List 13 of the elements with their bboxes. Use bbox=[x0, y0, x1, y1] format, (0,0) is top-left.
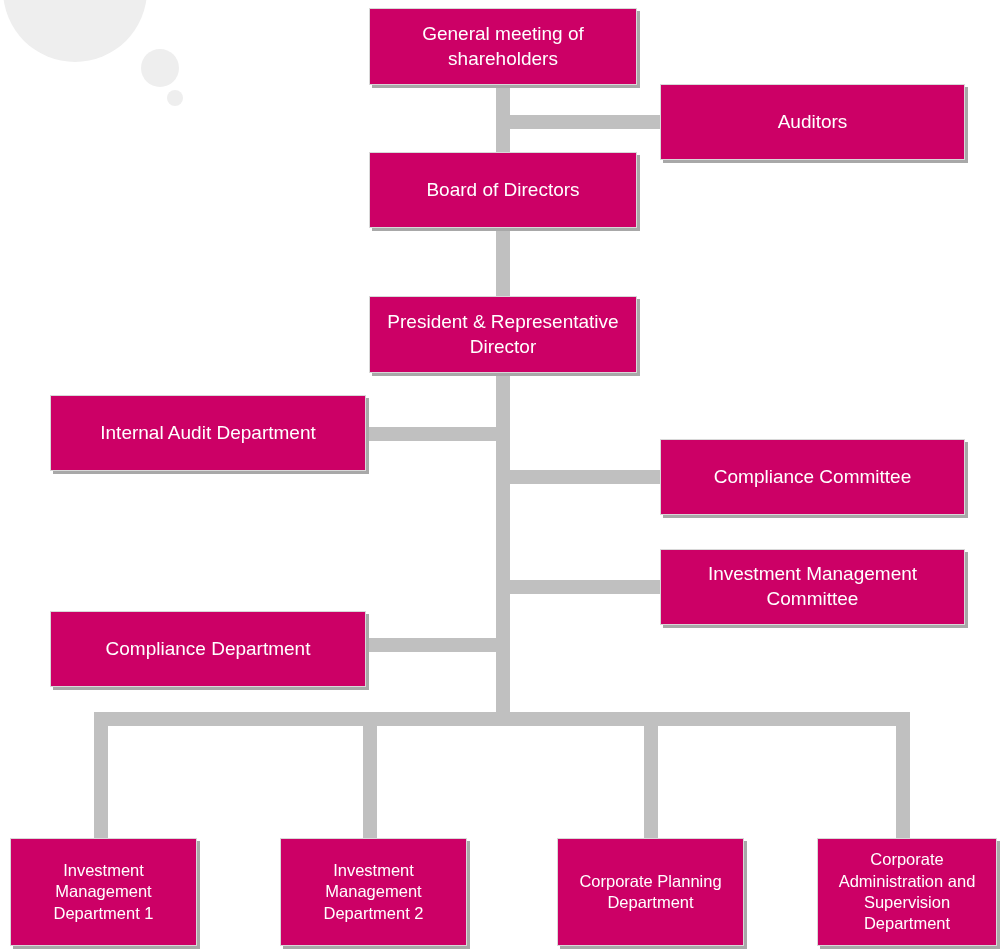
org-box: Corporate Planning Department bbox=[557, 838, 744, 946]
org-box: Compliance Department bbox=[50, 611, 366, 687]
org-box: Compliance Committee bbox=[660, 439, 965, 515]
org-box: Auditors bbox=[660, 84, 965, 160]
org-box: Corporate Administration and Supervision Department bbox=[817, 838, 997, 946]
connector-line bbox=[496, 228, 510, 296]
org-box: Board of Directors bbox=[369, 152, 637, 228]
org-box: Investment Management Department 1 bbox=[10, 838, 197, 946]
org-box: Investment Management Committee bbox=[660, 549, 965, 625]
org-box: President & Representative Director bbox=[369, 296, 637, 373]
org-box: Investment Management Department 2 bbox=[280, 838, 467, 946]
org-box: Internal Audit Department bbox=[50, 395, 366, 471]
org-box: General meeting of shareholders bbox=[369, 8, 637, 85]
